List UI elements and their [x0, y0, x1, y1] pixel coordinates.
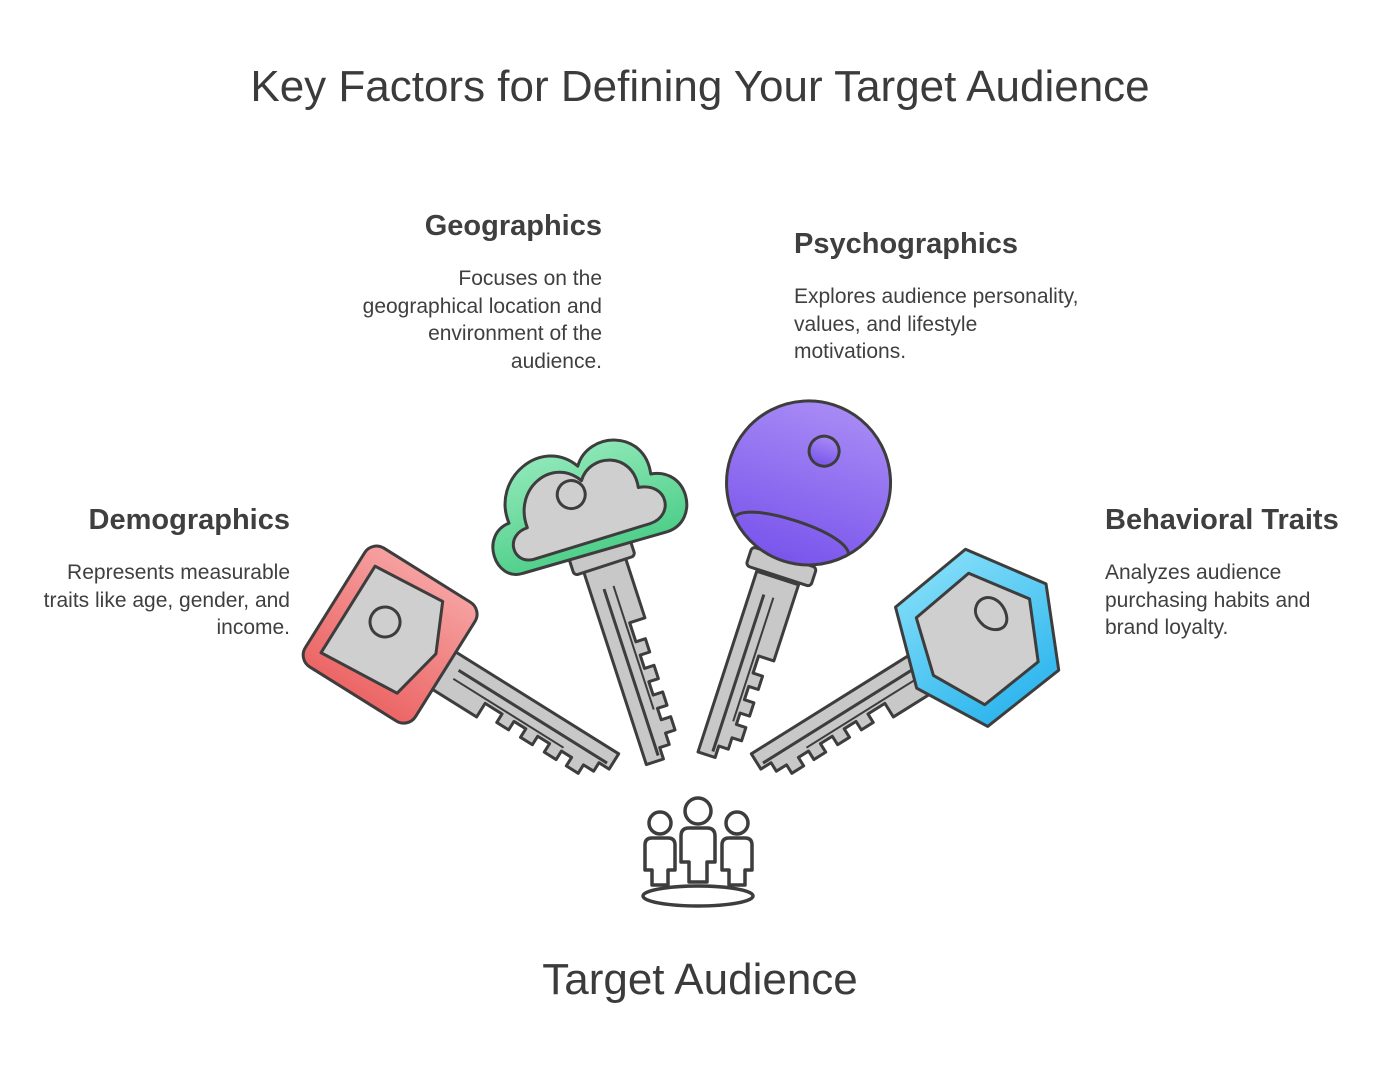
factor-geographics: Geographics Focuses on the geographical … [340, 210, 602, 375]
factor-description: Explores audience personality, values, a… [794, 285, 1079, 363]
behavioral-traits-key-icon [749, 547, 1061, 775]
factor-title: Behavioral Traits [1105, 504, 1339, 536]
factor-psychographics: Psychographics Explores audience persona… [794, 228, 1084, 366]
page-title: Key Factors for Defining Your Target Aud… [250, 62, 1150, 111]
factor-demographics: Demographics Represents measurable trait… [20, 504, 290, 642]
psychographics-key-icon [696, 399, 893, 760]
center-label: Target Audience [542, 955, 858, 1004]
geographics-key-icon [491, 438, 689, 767]
people-group-icon [641, 796, 755, 908]
factor-title: Demographics [88, 504, 290, 536]
factor-title: Psychographics [794, 228, 1019, 260]
factor-description: Analyzes audience purchasing habits and … [1105, 561, 1311, 639]
factor-description: Focuses on the geographical location and… [362, 267, 602, 373]
demographics-key-icon [301, 544, 621, 775]
factor-description: Represents measurable traits like age, g… [43, 561, 290, 639]
factor-title: Geographics [424, 210, 602, 242]
factor-behavioral-traits: Behavioral Traits Analyzes audience purc… [1105, 504, 1365, 642]
